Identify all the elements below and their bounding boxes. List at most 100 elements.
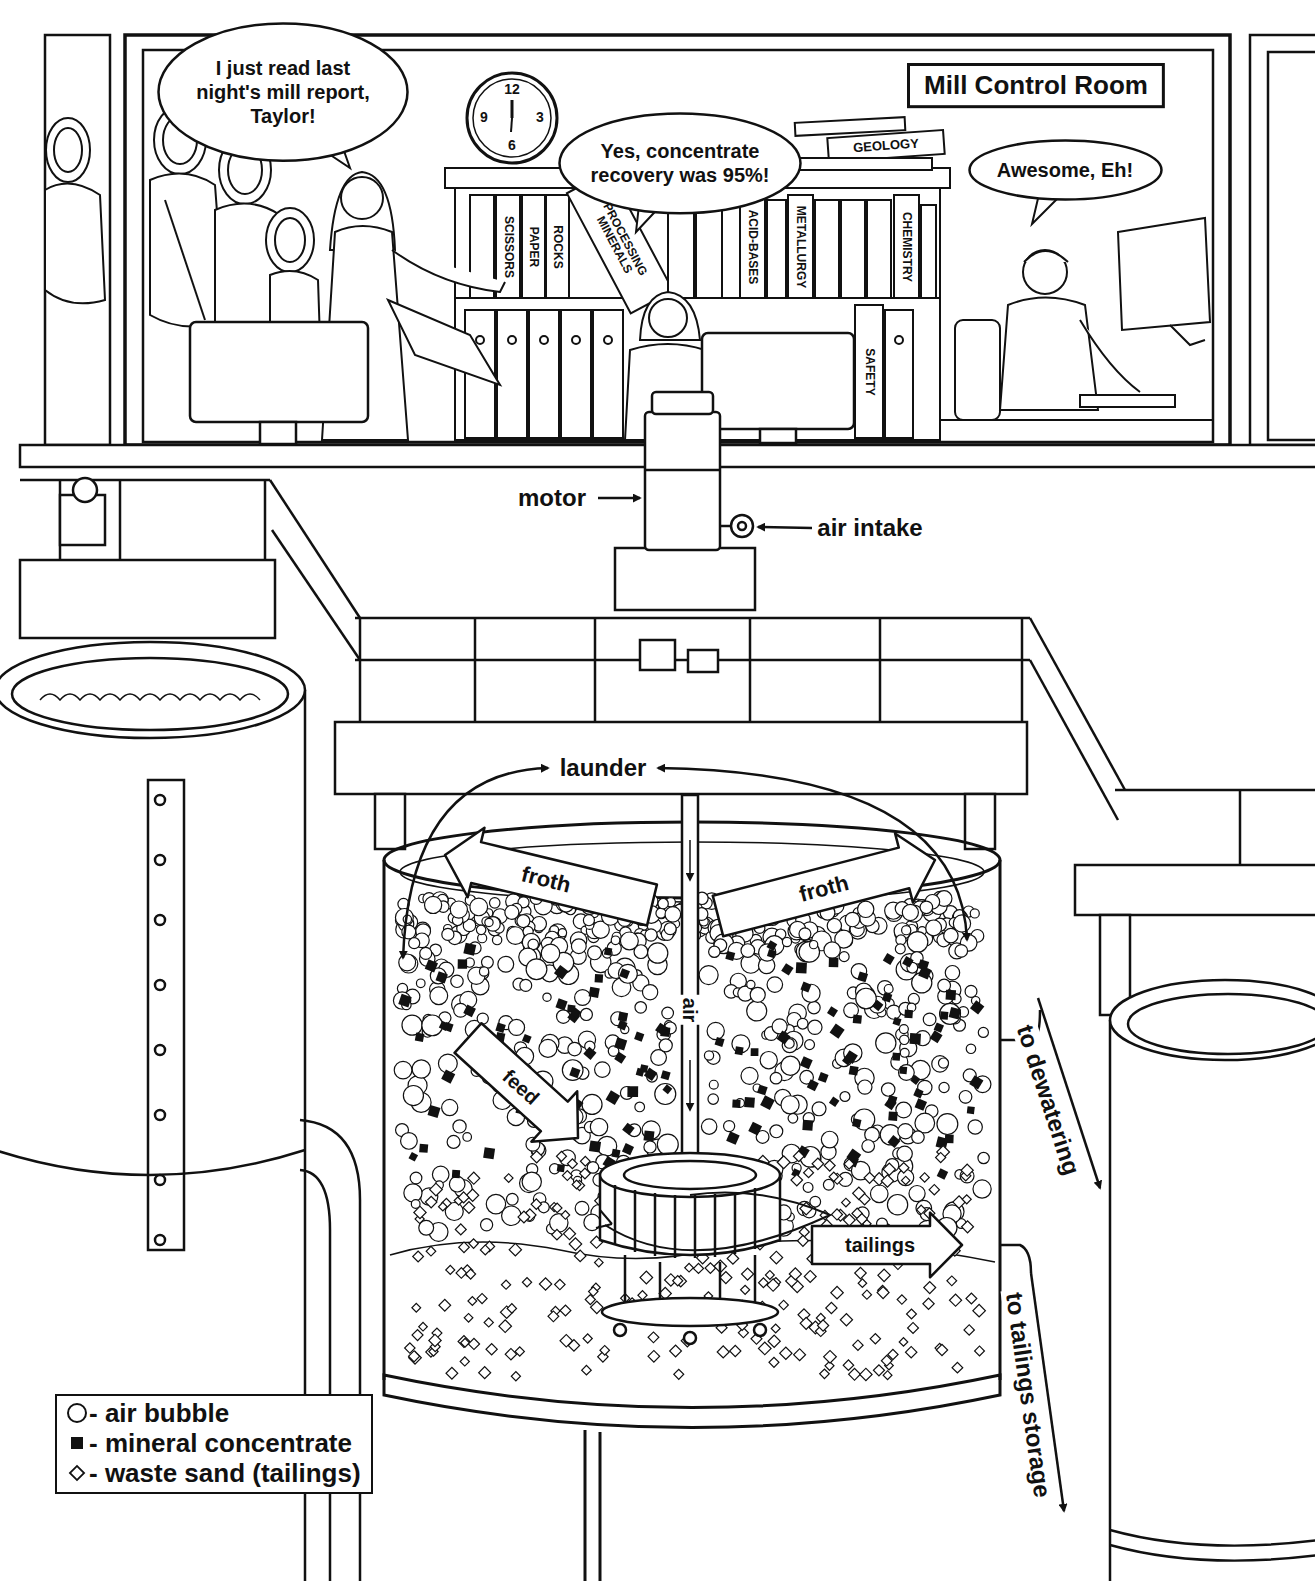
mineral-concentrate	[904, 1010, 913, 1019]
waste-sand	[480, 1245, 490, 1255]
waste-sand	[574, 1250, 586, 1262]
mineral-concentrate	[910, 1075, 920, 1085]
waste-sand	[849, 1368, 861, 1380]
air-bubble	[788, 1113, 798, 1123]
upper-walkway-part	[355, 617, 1030, 620]
bookshelf-part	[867, 200, 891, 298]
air-bubble	[808, 1020, 822, 1034]
upper-walkway-part	[749, 618, 752, 722]
air-bubble	[823, 1179, 834, 1190]
left-tank-part	[300, 1120, 360, 1581]
waste-sand	[962, 1221, 974, 1233]
air-bubble	[741, 944, 755, 958]
air-bubble	[896, 1102, 912, 1118]
mineral-concentrate	[732, 1100, 740, 1108]
air-bubble	[558, 929, 566, 937]
air-bubble	[803, 1182, 813, 1192]
node-text: Yes, concentrate recovery was 95%!	[586, 139, 774, 187]
mineral-concentrate	[781, 963, 793, 975]
waste-sand	[883, 1163, 895, 1175]
waste-sand	[897, 1295, 906, 1304]
waste-sand	[920, 1173, 929, 1182]
waste-sand	[906, 1346, 917, 1357]
bookshelf-part	[800, 158, 932, 170]
standing-woman-part	[388, 300, 500, 385]
mineral-concentrate	[655, 1023, 668, 1036]
waste-sand	[555, 1279, 565, 1289]
waste-sand	[859, 1194, 870, 1205]
waste-sand	[936, 1153, 946, 1163]
seated-man-part	[1024, 251, 1068, 262]
air-bubble	[701, 1119, 716, 1134]
mineral-concentrate	[829, 1096, 840, 1107]
mineral-concentrate	[883, 953, 895, 965]
waste-sand	[638, 1291, 647, 1300]
air-bubble	[642, 985, 657, 1000]
hanging-suits-part	[150, 174, 225, 327]
air-bubble	[884, 985, 893, 994]
air-bubble	[940, 1003, 961, 1024]
mineral-concentrate	[872, 1000, 883, 1011]
air-bubble	[912, 1131, 925, 1144]
legend-symbol-part	[68, 1404, 86, 1422]
waste-sand	[561, 1211, 570, 1220]
hanging-suits-part	[46, 118, 90, 182]
air-bubble	[862, 1140, 875, 1153]
mineral-concentrate	[570, 1008, 581, 1019]
air-bubble	[463, 1133, 472, 1142]
mineral-concentrate	[849, 1066, 859, 1076]
waste-sand	[477, 1294, 487, 1304]
air-bubble	[453, 1120, 466, 1133]
air-bubble	[708, 1094, 718, 1104]
mineral-concentrate	[589, 987, 600, 998]
upper-walkway-part	[1239, 790, 1242, 865]
mineral-concentrate	[830, 1024, 845, 1039]
air-bubble	[978, 1027, 988, 1037]
air-bubble	[447, 1135, 460, 1148]
left-tank-part	[148, 780, 184, 1250]
mineral-concentrate	[757, 1085, 768, 1096]
waste-sand	[548, 1311, 559, 1322]
legend-box: - air bubble- mineral concentrate- waste…	[55, 1394, 373, 1494]
air-bubble	[485, 918, 493, 926]
right-tank-part	[1110, 980, 1315, 1060]
air-bubble	[915, 1113, 935, 1133]
air-bubble	[770, 1125, 783, 1138]
bookshelf-part	[508, 336, 516, 344]
seated-man-part	[940, 419, 1213, 421]
waste-sand	[580, 1168, 591, 1179]
waste-sand	[531, 1151, 543, 1163]
waste-sand	[829, 1172, 838, 1181]
waste-sand	[466, 1189, 478, 1201]
waste-sand	[674, 1369, 684, 1379]
flotation-motor-part	[645, 412, 720, 550]
legend-text: - air bubble	[89, 1398, 229, 1429]
waste-sand	[685, 1263, 694, 1272]
waste-sand	[460, 1357, 469, 1366]
air-bubble	[590, 1118, 607, 1135]
hanging-suits-part	[275, 218, 305, 262]
mineral-concentrate	[589, 1140, 601, 1152]
hanging-suits-part	[266, 208, 314, 272]
left-tank-part	[155, 1175, 165, 1185]
air-bubble	[741, 1067, 758, 1084]
air-bubble	[876, 1033, 896, 1053]
mineral-concentrate	[829, 957, 839, 967]
waste-sand	[583, 1334, 592, 1343]
bookshelf-part	[540, 336, 548, 344]
computer-monitors-part	[190, 322, 368, 422]
air-bubble	[944, 928, 958, 942]
air-bubble	[539, 1039, 557, 1057]
waste-sand	[572, 1180, 581, 1189]
flotation-cell-part	[584, 1430, 587, 1581]
clock-number: 12	[504, 82, 520, 97]
mineral-concentrate	[458, 959, 468, 969]
air-bubble	[507, 927, 525, 945]
mineral-concentrate	[930, 1030, 943, 1043]
mineral-concentrate	[715, 1037, 725, 1047]
mineral-concentrate	[415, 1032, 425, 1042]
waste-sand	[522, 1278, 531, 1287]
waste-sand	[531, 1199, 541, 1209]
air-bubble	[973, 1180, 991, 1198]
